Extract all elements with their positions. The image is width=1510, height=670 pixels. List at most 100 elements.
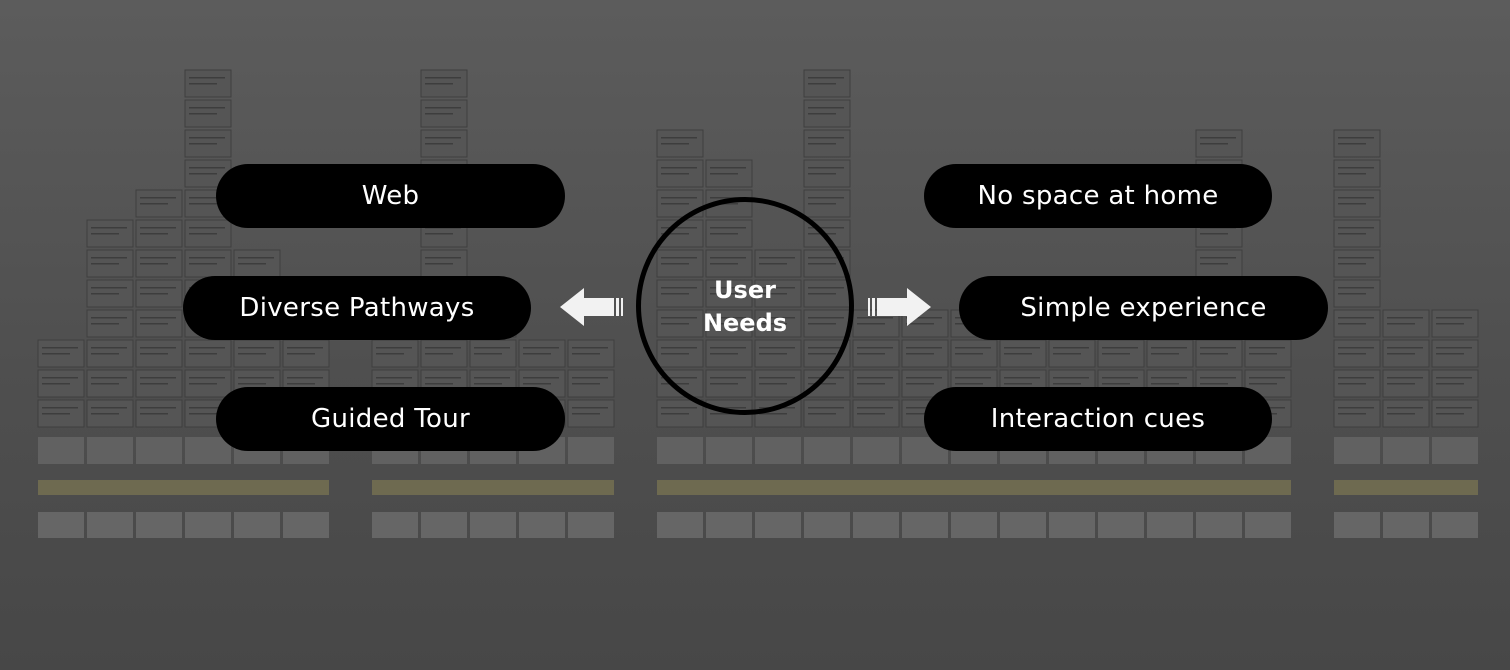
need-label-no-space-at-home: No space at home <box>977 181 1219 211</box>
sticky-note-text <box>1338 233 1366 235</box>
touchpoint-block <box>755 512 801 538</box>
sticky-note-text <box>238 263 266 265</box>
phase-band <box>1334 480 1478 495</box>
sticky-note-text <box>91 287 127 289</box>
user-needs-label: User Needs <box>702 276 788 337</box>
sticky-note-text <box>1004 347 1040 349</box>
sticky-note-text <box>1151 353 1179 355</box>
sticky-note-text <box>1200 353 1228 355</box>
sticky-note-text <box>1338 287 1374 289</box>
sticky-note-text <box>189 413 217 415</box>
touchpoint-block <box>1334 512 1380 538</box>
sticky-note-text <box>287 347 323 349</box>
sticky-note-text <box>1338 227 1374 229</box>
sticky-note-text <box>140 263 168 265</box>
sticky-note-text <box>955 377 991 379</box>
sticky-note-text <box>1200 263 1228 265</box>
need-label-simple-experience: Simple experience <box>1020 293 1267 323</box>
sticky-note-text <box>42 383 70 385</box>
touchpoint-block <box>853 512 899 538</box>
touchpoint-block <box>804 512 850 538</box>
sticky-note-text <box>1436 323 1464 325</box>
sticky-note-text <box>661 173 689 175</box>
sticky-note-text <box>140 197 176 199</box>
sticky-note-text <box>857 407 893 409</box>
sticky-note-text <box>189 347 225 349</box>
sticky-note-text <box>808 197 844 199</box>
sticky-note-text <box>906 413 934 415</box>
sticky-note-text <box>1387 347 1423 349</box>
touchpoint-block <box>657 512 703 538</box>
phase-band <box>372 480 614 495</box>
sticky-note-text <box>1200 257 1236 259</box>
sticky-note-text <box>857 353 885 355</box>
sticky-note-text <box>857 383 885 385</box>
touchpoint-block <box>519 512 565 538</box>
sticky-note-text <box>572 383 600 385</box>
sticky-note-text <box>1387 323 1415 325</box>
sticky-note-text <box>906 353 934 355</box>
need-pill-interaction-cues: Interaction cues <box>924 387 1272 451</box>
sticky-note-text <box>955 353 983 355</box>
sticky-note-text <box>189 83 217 85</box>
sticky-note-text <box>523 383 551 385</box>
sticky-note-text <box>808 413 836 415</box>
stage-header <box>1432 437 1478 464</box>
touchpoint-block <box>1000 512 1046 538</box>
sticky-note-text <box>189 257 225 259</box>
sticky-note <box>86 279 134 308</box>
arrow-left-icon <box>560 288 623 326</box>
sticky-note-text <box>857 317 893 319</box>
touchpoint-block <box>951 512 997 538</box>
sticky-note-text <box>140 293 168 295</box>
sticky-note-text <box>1004 383 1032 385</box>
sticky-note-text <box>1338 173 1366 175</box>
touchpoint-block <box>568 512 614 538</box>
sticky-note-text <box>287 353 315 355</box>
sticky-note-text <box>1102 383 1130 385</box>
sticky-note-text <box>140 353 168 355</box>
sticky-note-text <box>661 137 697 139</box>
sticky-note-text <box>1387 377 1423 379</box>
sticky-note-text <box>376 377 412 379</box>
sticky-note-text <box>376 347 412 349</box>
touchpoint-block <box>421 512 467 538</box>
sticky-note-text <box>661 143 689 145</box>
sticky-note-text <box>572 353 600 355</box>
sticky-note-text <box>710 167 746 169</box>
touchpoint-block <box>1383 512 1429 538</box>
sticky-note-text <box>474 377 510 379</box>
sticky-note-text <box>661 407 697 409</box>
sticky-note-text <box>1338 347 1374 349</box>
sticky-note-text <box>425 377 461 379</box>
sticky-note-text <box>425 257 461 259</box>
sticky-note-text <box>1151 347 1187 349</box>
sticky-note-text <box>140 377 176 379</box>
sticky-note-text <box>425 353 453 355</box>
sticky-note-text <box>1200 347 1236 349</box>
sticky-note-text <box>140 347 176 349</box>
sticky-note-text <box>523 353 551 355</box>
sticky-note-text <box>1338 263 1366 265</box>
sticky-note-text <box>425 347 461 349</box>
sticky-note-text <box>1200 377 1236 379</box>
sticky-note-text <box>1338 143 1366 145</box>
sticky-note-text <box>906 377 942 379</box>
sticky-note-text <box>189 77 225 79</box>
sticky-note-text <box>1200 143 1228 145</box>
sticky-note-text <box>140 287 176 289</box>
sticky-note-text <box>189 377 225 379</box>
arrow-right-icon <box>868 288 931 326</box>
sticky-note-text <box>42 407 78 409</box>
sticky-note-text <box>1387 383 1415 385</box>
sticky-note-text <box>140 413 168 415</box>
sticky-note-text <box>1249 347 1285 349</box>
sticky-note-text <box>1338 317 1374 319</box>
sticky-note-text <box>91 263 119 265</box>
sticky-note-text <box>857 347 893 349</box>
sticky-note-text <box>189 197 225 199</box>
sticky-note-text <box>425 233 453 235</box>
sticky-note-text <box>1053 377 1089 379</box>
sticky-note-text <box>572 407 608 409</box>
sticky-note-text <box>189 143 217 145</box>
